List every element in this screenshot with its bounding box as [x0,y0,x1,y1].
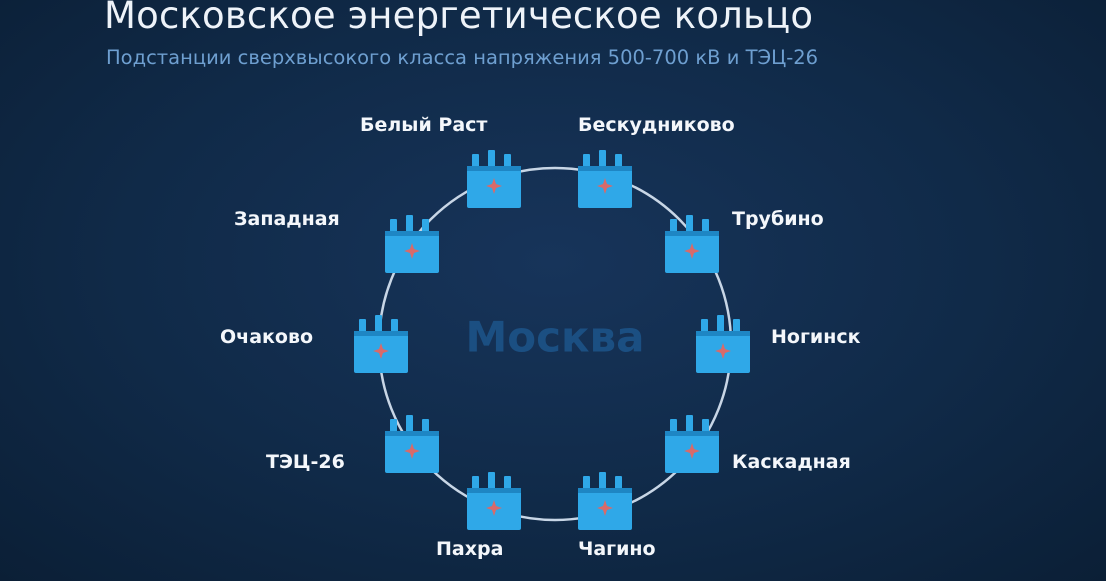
substation-icon [465,140,525,210]
station-label: Пахра [436,538,504,560]
substation-icon [576,140,636,210]
station-label: Западная [234,208,340,230]
page-title: Московское энергетическое кольцо [104,0,814,37]
page-subtitle: Подстанции сверхвысокого класса напряжен… [106,46,819,69]
substation-icon [663,405,723,475]
station-label: Бескудниково [578,114,735,136]
substation-icon [663,205,723,275]
substation-icon [383,205,443,275]
station-label: ТЭЦ-26 [266,451,345,473]
city-label-moscow: Москва [465,312,645,362]
substation-icon [576,462,636,532]
substation-icon [352,305,412,375]
station-label: Трубино [732,208,824,230]
substation-icon [465,462,525,532]
station-label: Чагино [578,538,656,560]
station-label: Белый Раст [360,114,488,136]
power-plant-icon [383,405,443,475]
substation-icon [694,305,754,375]
station-label: Очаково [220,326,314,348]
station-label: Каскадная [732,451,851,473]
station-label: Ногинск [771,326,861,348]
